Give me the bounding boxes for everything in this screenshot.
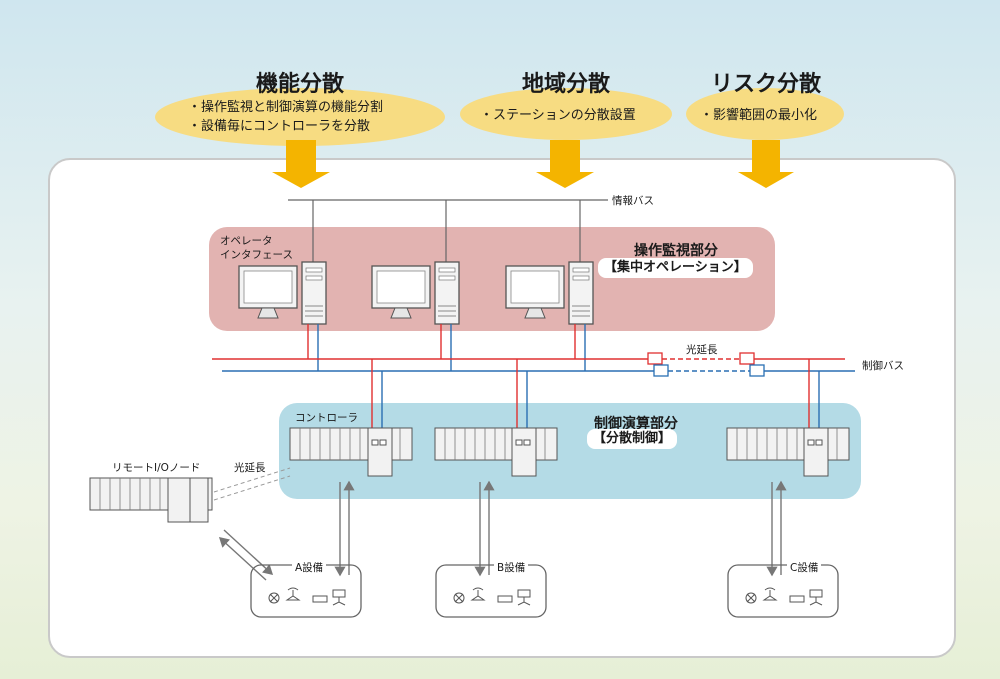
heading3-bullet-1: ・影響範囲の最小化 [700,108,818,123]
controller-rack-1 [289,427,413,477]
equipment-glyphs-c [745,587,823,606]
ops-section-title: 操作監視部分 [634,243,718,259]
equipment-label-a: A設備 [292,560,327,575]
equipment-label-c: C設備 [787,560,822,575]
control-bus-blue [222,364,855,377]
operator-station-3 [505,261,594,325]
controller-rack-2 [434,427,558,477]
controller-rack-3 [726,427,850,477]
arrow-2 [536,140,594,188]
heading2-title: 地域分散 [521,72,610,97]
control-bus-red [212,352,845,365]
equipment-box-b [435,564,547,618]
operator-station-2 [371,261,460,325]
control-bus-label: 制御バス [862,360,904,372]
equipment-glyphs-a [268,587,346,606]
heading3-ellipse [686,88,844,140]
ctrl-section-title: 制御演算部分 [594,416,678,432]
equipment-box-c [727,564,839,618]
info-bus-label: 情報バス [612,195,654,207]
heading1-bullet-2: ・設備毎にコントローラを分散 [188,119,371,134]
controller-label: コントローラ [295,412,358,424]
equipment-label-b: B設備 [494,560,529,575]
ops-section-subtitle: 【集中オペレーション】 [598,258,753,278]
fiber-label-top: 光延長 [686,344,718,356]
heading1-title: 機能分散 [255,72,344,97]
heading2-ellipse [460,88,672,140]
heading2-bullet-1: ・ステーションの分散設置 [480,108,636,123]
operator-label-2: インタフェース [220,249,293,261]
arrow-1 [272,140,330,188]
heading1-ellipse [155,88,445,146]
remote-io-label: リモートI/Oノード [112,462,201,474]
heading3-title: リスク分散 [710,72,821,97]
arrow-3 [738,140,794,188]
remote-io-rack [89,477,213,523]
fiber-label-left: 光延長 [234,462,266,474]
operator-station-1 [238,261,327,325]
equipment-glyphs-b [453,587,531,606]
heading1-bullet-1: ・操作監視と制御演算の機能分割 [188,100,384,115]
fiber-link-dashed [213,467,291,501]
ctrl-section-subtitle: 【分散制御】 [587,429,678,449]
operator-label-1: オペレータ [220,235,273,247]
